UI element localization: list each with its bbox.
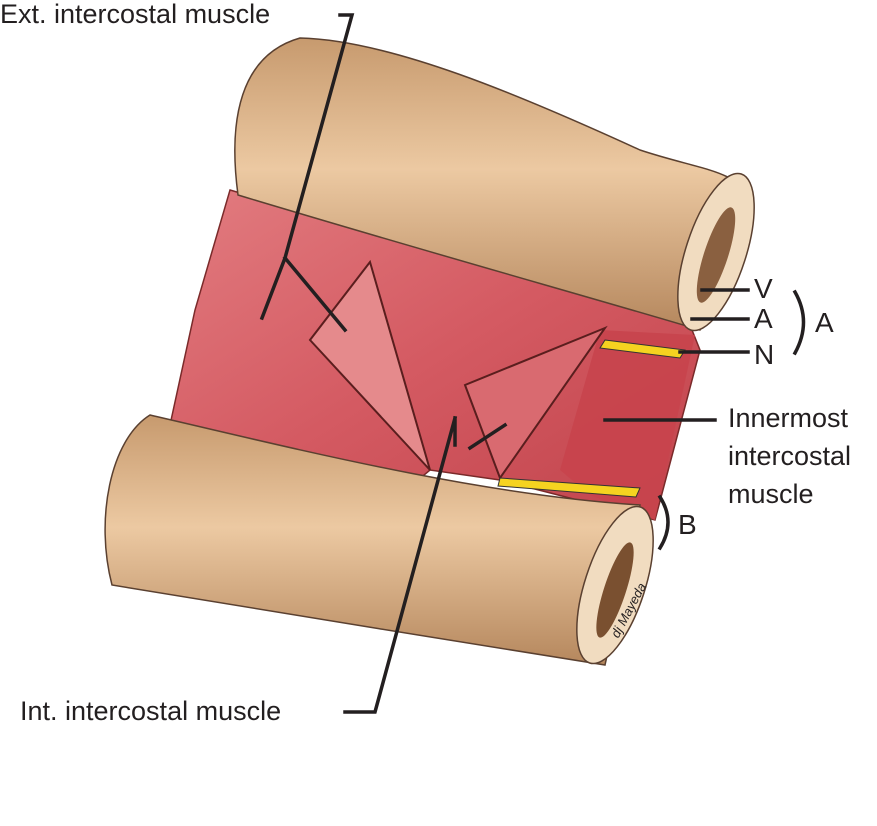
innermost-label-line1: Innermost [728, 403, 849, 433]
lower-rib [104, 414, 641, 666]
internal-leader-line [343, 415, 508, 714]
nerve-lower [497, 477, 641, 498]
external-intercostal-label: Ext. intercostal muscle [0, 0, 271, 29]
upper-rib-marrow [696, 207, 736, 303]
innermost-label-line2: intercostal [728, 441, 852, 471]
lower-rib-marrow [596, 542, 634, 638]
internal-flap [463, 325, 608, 481]
internal-intercostal-label: Int. intercostal muscle [20, 696, 282, 726]
external-flap [308, 259, 431, 471]
artery-label: A [754, 303, 773, 334]
vein-label: V [754, 273, 773, 304]
group-b-label: B [678, 509, 697, 540]
upper-rib [234, 37, 749, 331]
group-a-bracket [792, 289, 806, 356]
nerve-upper [599, 339, 686, 359]
innermost-intercostal-muscle [560, 330, 695, 520]
nerve-label: N [754, 339, 775, 370]
external-leader-line [259, 13, 355, 333]
group-a-label: A [815, 307, 834, 338]
innermost-label-line3: muscle [728, 479, 814, 509]
external-intercostal-muscle [169, 189, 701, 521]
group-b-bracket [657, 494, 670, 551]
